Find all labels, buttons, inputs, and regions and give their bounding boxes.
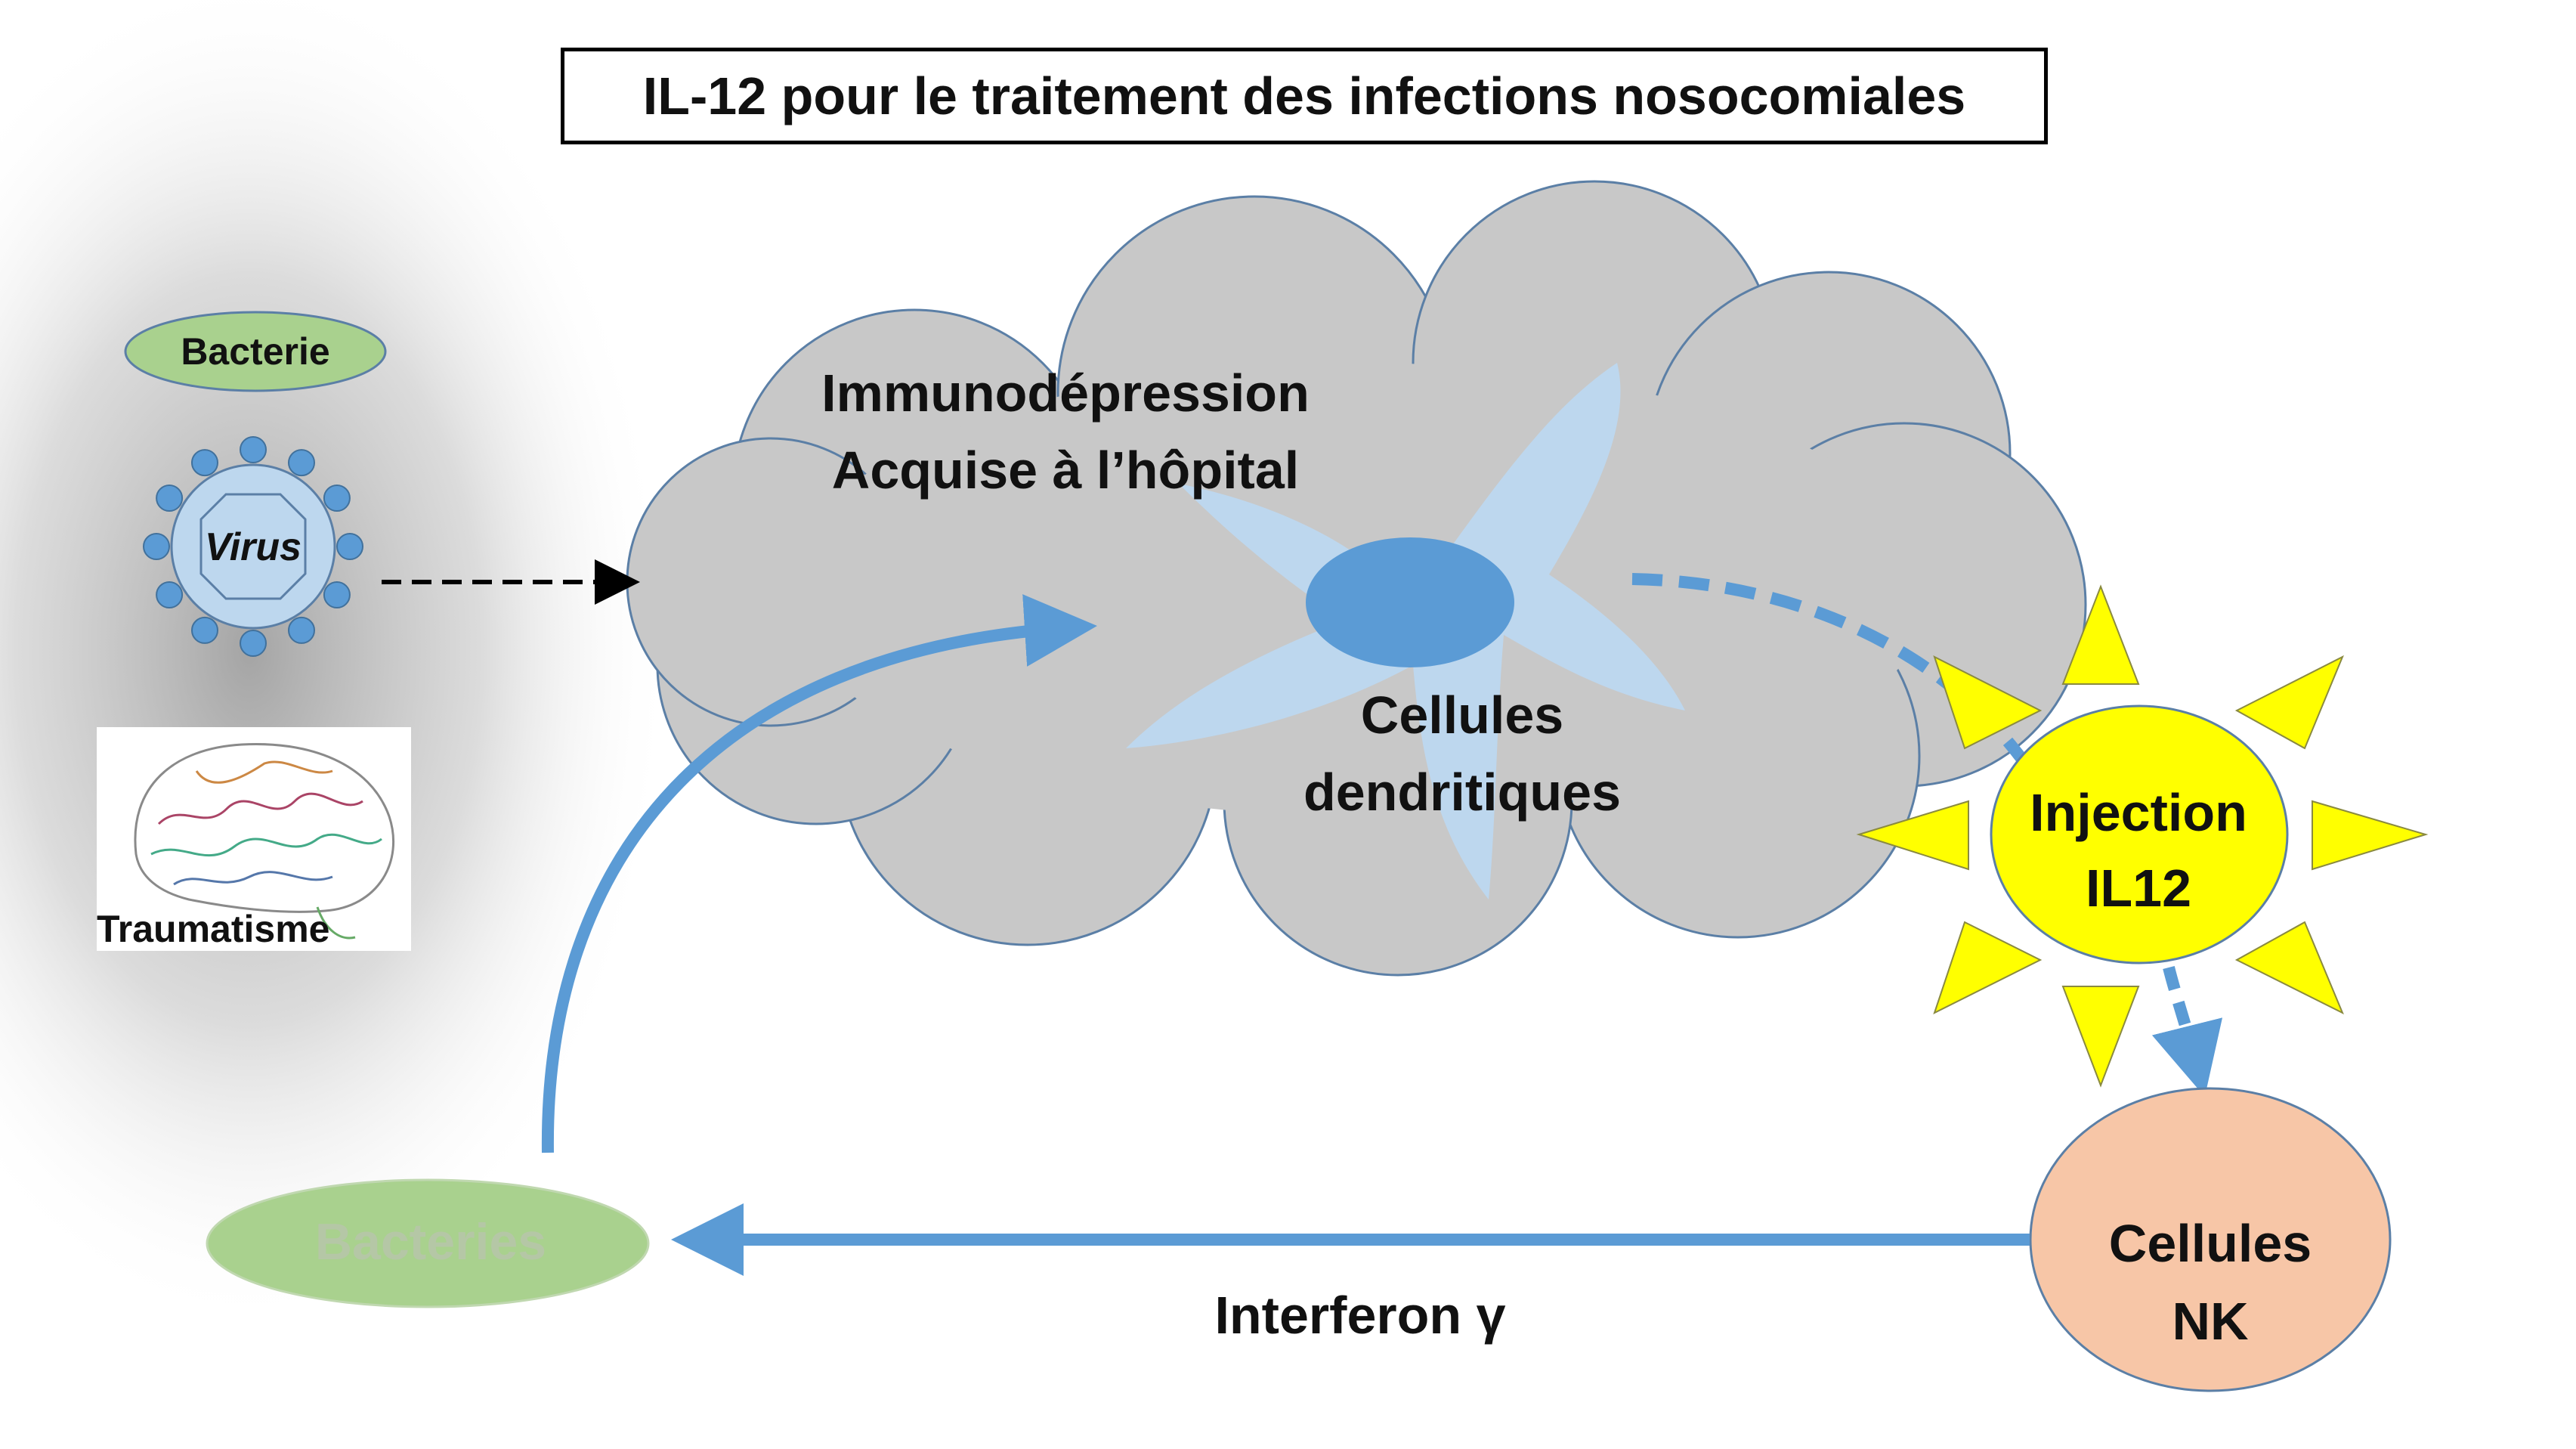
virus-spike [191,449,218,477]
il12-sun [1990,704,2289,964]
il12-label-line2: IL12 [2085,859,2192,918]
bacterie-label: Bacterie [181,330,330,373]
virus-spike [143,533,170,560]
virus-spike [288,449,315,477]
virus-spike [323,485,351,512]
nk-label-line1: Cellules [2108,1214,2312,1273]
dendritic-label-line2: dendritiques [1303,763,1622,822]
dendritic-nucleus [1306,537,1514,667]
bacteries-label: Bacteries [314,1213,547,1271]
nk-label-line2: NK [2172,1292,2249,1351]
virus-spike [240,630,267,657]
cloud-label-line1: Immunodépression [821,364,1310,423]
immunodepression-cloud [626,180,2087,977]
il12-to-nk-arrow [2151,966,2223,1098]
diagram-title: IL-12 pour le traitement des infections … [642,67,1966,125]
il12-label-line1: Injection [2030,783,2247,842]
bacteries-ellipse [206,1178,650,1308]
virus-spike [336,533,363,560]
cloud-label-line2: Acquise à l’hôpital [831,441,1300,500]
virus-label: Virus [204,525,302,569]
virus-spike [240,436,267,463]
virus-icon [143,436,363,657]
title-box: IL-12 pour le traitement des infections … [561,48,2048,144]
virus-spike [156,485,184,512]
virus-spike [288,616,315,644]
virus-spike [323,581,351,608]
nk-cell [2029,1087,2392,1392]
interferon-label: Interferon γ [1214,1286,1506,1345]
traumatisme-label: Traumatisme [97,908,330,950]
virus-spike [156,581,184,608]
bacterie-ellipse [124,311,387,392]
bacteries-to-cloud-arrow [541,594,1097,1153]
dendritic-cell [1126,363,1685,899]
dendritic-label-line1: Cellules [1360,686,1564,745]
brain-icon [134,742,395,940]
sun-rays [1856,584,2429,1088]
virus-spike [191,616,218,644]
causes-shadow [0,0,673,1330]
